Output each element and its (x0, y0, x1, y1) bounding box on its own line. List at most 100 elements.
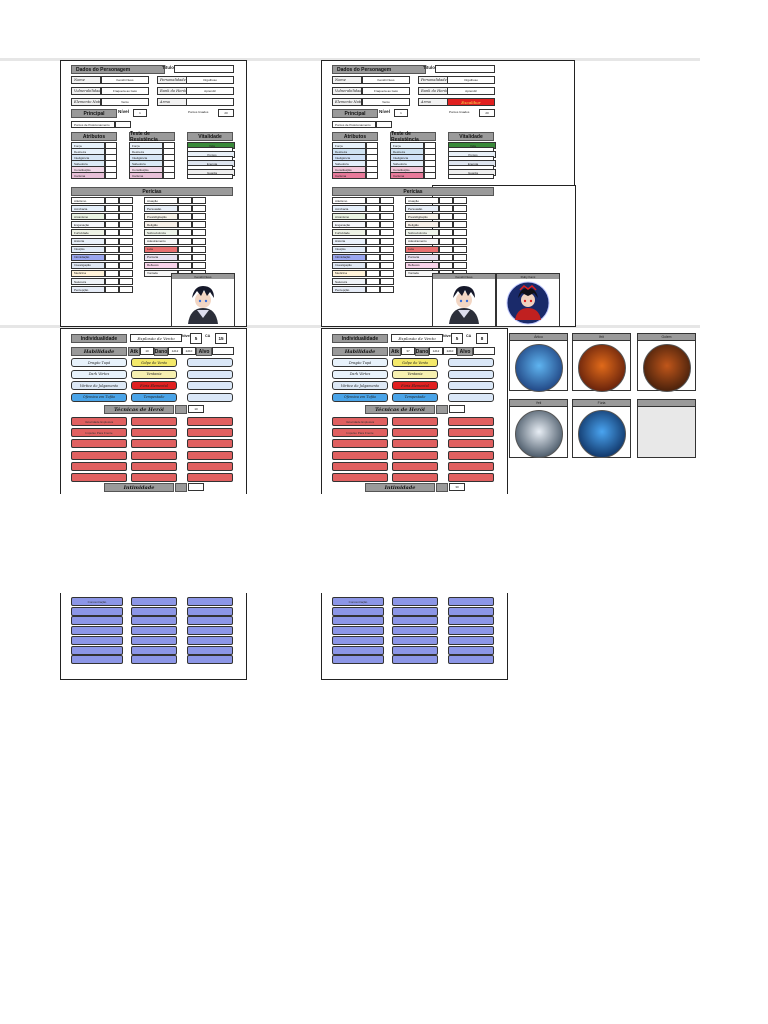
concentracao-slot[interactable] (71, 606, 123, 616)
field-value[interactable]: Fraqueza ao Gelo (362, 87, 410, 95)
pericia-bonus[interactable] (380, 221, 394, 229)
concentracao-slot[interactable] (332, 626, 384, 636)
pericia-value[interactable] (105, 261, 119, 269)
pericia-bonus[interactable] (119, 286, 133, 294)
concentracao-slot[interactable] (71, 645, 123, 655)
nivel-input[interactable]: 5 (190, 333, 202, 344)
tecnica-slot[interactable] (448, 450, 494, 460)
concentracao-slot[interactable] (332, 645, 384, 655)
habilidade-effect[interactable]: Fúria Elemental (131, 381, 177, 390)
tecnica-slot[interactable] (392, 473, 438, 482)
atk-value[interactable]: 37 (401, 347, 415, 355)
pericia-bonus[interactable] (380, 237, 394, 245)
intimidade-value[interactable]: 30 (449, 483, 465, 491)
pericia-bonus[interactable] (453, 245, 467, 253)
pericia-value[interactable] (178, 213, 192, 221)
habilidade-name[interactable]: Dark Vórtex (332, 369, 388, 379)
concentracao-slot[interactable] (71, 655, 123, 665)
intimidade-value[interactable] (188, 483, 204, 491)
pontos-input[interactable]: 20 (479, 109, 495, 117)
tecnica-slot[interactable] (131, 461, 177, 471)
pericia-bonus[interactable] (380, 261, 394, 269)
concentracao-slot[interactable] (187, 606, 233, 616)
concentracao-slot[interactable] (71, 626, 123, 636)
atk-value[interactable]: 10 (140, 347, 154, 355)
pericia-value[interactable] (366, 237, 380, 245)
habilidade-detail[interactable] (448, 369, 494, 379)
tecnica-slot[interactable] (332, 439, 388, 449)
dano-value[interactable]: 1d12 (168, 347, 182, 355)
pericia-bonus[interactable] (380, 286, 394, 294)
habilidade-detail[interactable] (187, 358, 233, 367)
pericia-value[interactable] (439, 221, 453, 229)
habilidade-detail[interactable] (187, 392, 233, 402)
pericia-bonus[interactable] (119, 221, 133, 229)
pericia-bonus[interactable] (192, 237, 206, 245)
pericia-value[interactable] (105, 213, 119, 221)
pericia-value[interactable] (178, 197, 192, 204)
concentracao-slot[interactable] (131, 655, 177, 665)
tecnicas-value[interactable] (449, 405, 465, 413)
pericia-bonus[interactable] (380, 213, 394, 221)
concentracao-slot[interactable] (187, 655, 233, 665)
pericia-value[interactable] (366, 213, 380, 221)
tecnica-slot[interactable] (71, 450, 127, 460)
pericia-bonus[interactable] (380, 229, 394, 237)
habilidade-effect[interactable]: Ventania (392, 369, 438, 379)
field-value[interactable]: Kenshi Nuus (101, 76, 149, 84)
pontos-input[interactable]: 20 (218, 109, 234, 117)
concentracao-slot[interactable] (392, 626, 438, 636)
vital-value[interactable] (187, 174, 233, 179)
concentracao-slot[interactable] (131, 645, 177, 655)
pericia-value[interactable] (105, 229, 119, 237)
pericia-value[interactable] (105, 253, 119, 261)
concentracao-slot[interactable] (392, 597, 438, 606)
pericia-value[interactable] (105, 278, 119, 285)
pericia-value[interactable] (105, 197, 119, 204)
tecnica-slot[interactable] (392, 428, 438, 438)
pericia-value[interactable] (105, 237, 119, 245)
tecnica-slot[interactable] (392, 461, 438, 471)
habilidade-detail[interactable] (187, 369, 233, 379)
tecnica-slot[interactable] (187, 461, 233, 471)
teste-value[interactable] (424, 172, 436, 179)
tecnica-slot[interactable] (187, 473, 233, 482)
habilidade-detail[interactable] (448, 358, 494, 367)
pericia-bonus[interactable] (380, 253, 394, 261)
field-value[interactable]: Aprendiz (447, 87, 495, 95)
tecnica-slot[interactable] (131, 473, 177, 482)
pericia-value[interactable] (366, 197, 380, 204)
concentracao-slot[interactable] (392, 606, 438, 616)
tecnica-slot[interactable] (131, 450, 177, 460)
teste-value[interactable] (163, 172, 175, 179)
nivel-input[interactable]: 1 (133, 109, 147, 117)
pericia-value[interactable] (178, 261, 192, 269)
habilidade-detail[interactable] (448, 392, 494, 402)
pericia-value[interactable] (366, 229, 380, 237)
pericia-bonus[interactable] (380, 197, 394, 204)
field-value[interactable]: Orgulhoso (186, 76, 234, 84)
field-value[interactable]: Kenshi Nuus (362, 76, 410, 84)
pericia-value[interactable] (366, 205, 380, 213)
concentracao-slot[interactable] (448, 606, 494, 616)
pericia-value[interactable] (366, 245, 380, 253)
dano2-value[interactable]: 2d10 (182, 347, 196, 355)
posicionamento-input[interactable] (115, 121, 131, 128)
tecnica-slot[interactable] (392, 417, 438, 426)
tecnica-slot[interactable] (187, 417, 233, 426)
pericia-bonus[interactable] (192, 221, 206, 229)
ca-input[interactable]: 8 (476, 333, 488, 344)
pericia-bonus[interactable] (192, 229, 206, 237)
pericia-bonus[interactable] (453, 253, 467, 261)
concentracao-slot[interactable] (332, 655, 384, 665)
tecnica-slot[interactable] (332, 450, 388, 460)
pericia-value[interactable] (439, 253, 453, 261)
titulo-input[interactable] (435, 65, 495, 73)
titulo-input[interactable] (174, 65, 234, 73)
pericia-value[interactable] (366, 261, 380, 269)
dano-value[interactable]: 1d12 (429, 347, 443, 355)
concentracao-slot[interactable] (448, 645, 494, 655)
summon-card[interactable]: Fúria (572, 399, 631, 458)
alvo-value[interactable] (212, 347, 234, 355)
pericia-value[interactable] (105, 221, 119, 229)
